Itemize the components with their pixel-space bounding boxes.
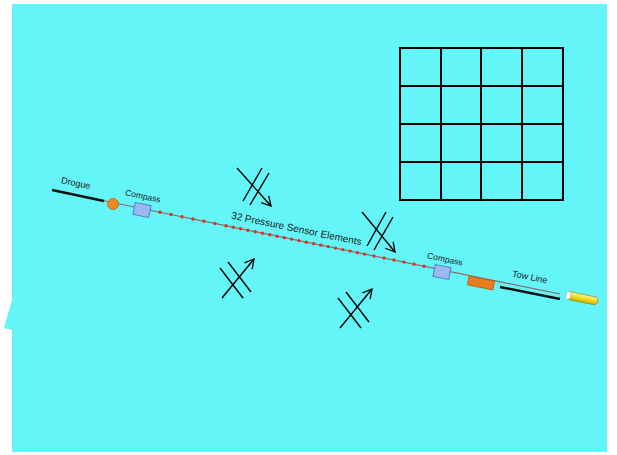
pressure-sensor <box>232 226 235 229</box>
tow-cylinder <box>565 291 598 305</box>
compass-module <box>133 203 151 218</box>
electronics-module <box>467 276 494 290</box>
pressure-sensor <box>213 222 216 225</box>
pressure-sensor <box>341 248 344 251</box>
pressure-sensor <box>312 242 315 245</box>
pressure-sensor <box>224 224 227 227</box>
part-label: Compass <box>125 188 162 204</box>
flow-arrow <box>237 168 271 206</box>
background <box>4 4 607 452</box>
flow-arrow <box>338 289 372 328</box>
part-label: Compass <box>427 251 464 267</box>
pressure-sensor <box>363 252 366 255</box>
part-label: 32 Pressure Sensor Elements <box>230 211 362 248</box>
flow-arrow <box>220 259 254 298</box>
pressure-sensor <box>422 264 425 267</box>
pressure-sensor <box>305 240 308 243</box>
pressure-sensor <box>297 239 300 242</box>
pressure-sensor <box>180 215 183 218</box>
pressure-sensor <box>202 220 205 223</box>
pressure-sensor <box>169 213 172 216</box>
pressure-sensor <box>356 251 359 254</box>
pressure-sensor <box>412 262 415 265</box>
pressure-sensor <box>382 256 385 259</box>
pressure-sensor <box>327 245 330 248</box>
pressure-sensor <box>246 229 249 232</box>
pressure-sensors <box>158 211 425 268</box>
pressure-sensor <box>290 237 293 240</box>
pressure-sensor <box>275 234 278 237</box>
pressure-sensor <box>268 233 271 236</box>
pressure-sensor <box>239 227 242 230</box>
pressure-sensor <box>319 243 322 246</box>
pressure-sensor <box>158 211 161 214</box>
pressure-sensor <box>392 258 395 261</box>
grid <box>400 48 563 200</box>
pressure-sensor <box>191 217 194 220</box>
pressure-sensor <box>254 230 257 233</box>
pressure-sensor <box>372 254 375 257</box>
part-label: Drogue <box>61 176 92 191</box>
pressure-sensor <box>334 246 337 249</box>
pressure-sensor <box>402 260 405 263</box>
pressure-sensor <box>283 236 286 239</box>
part-label: Tow Line <box>512 269 549 285</box>
drogue-line <box>52 190 104 201</box>
pressure-sensor <box>261 231 264 234</box>
streamer-cable <box>100 200 560 294</box>
flow-arrow <box>362 212 395 252</box>
compass-module <box>433 265 451 280</box>
tow-line <box>500 287 560 299</box>
pressure-sensor <box>348 249 351 252</box>
float <box>108 199 119 210</box>
